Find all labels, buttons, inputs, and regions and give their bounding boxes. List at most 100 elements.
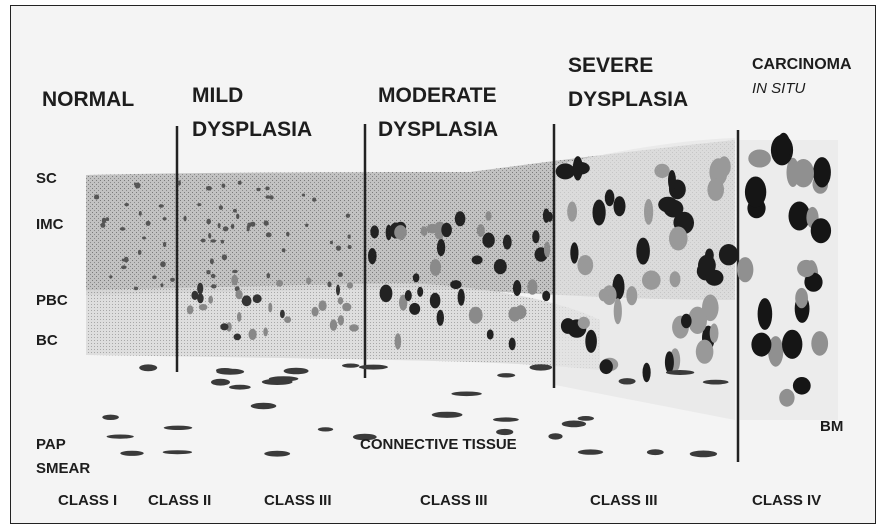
cell-nucleus — [642, 271, 661, 290]
cell-nucleus — [109, 275, 112, 278]
cell-nucleus — [349, 324, 359, 331]
cell-nucleus — [696, 340, 714, 364]
cell-nucleus — [543, 209, 550, 223]
cell-nucleus — [138, 250, 142, 255]
cell-nucleus — [503, 235, 512, 250]
cell-nucleus — [346, 214, 350, 218]
cell-nucleus — [231, 224, 234, 230]
cell-nucleus — [222, 254, 227, 260]
cell-nucleus — [494, 259, 507, 274]
cell-nucleus — [264, 220, 269, 225]
cell-nucleus — [405, 290, 412, 301]
cell-nucleus — [146, 221, 151, 226]
cell-nucleus — [338, 297, 343, 304]
cell-nucleus — [206, 219, 211, 225]
cell-nucleus — [482, 233, 494, 248]
cell-nucleus — [159, 204, 164, 207]
cell-nucleus — [251, 403, 277, 409]
cell-nucleus — [758, 298, 773, 330]
cell-nucleus — [178, 180, 181, 185]
cell-nucleus — [302, 194, 305, 197]
cell-nucleus — [690, 451, 717, 458]
stage-mild-line1: MILD — [192, 84, 243, 107]
layer-pbc: PBC — [36, 292, 68, 309]
cell-nucleus — [342, 303, 351, 312]
cell-nucleus — [430, 293, 441, 309]
cell-nucleus — [210, 239, 216, 242]
cell-nucleus — [120, 227, 126, 231]
class-label-5: CLASS III — [590, 492, 658, 509]
cell-nucleus — [527, 279, 537, 295]
cell-nucleus — [201, 239, 206, 243]
cell-nucleus — [710, 324, 719, 343]
cell-nucleus — [160, 261, 166, 267]
cell-nucleus — [124, 257, 129, 263]
cell-nucleus — [469, 307, 483, 324]
cell-nucleus — [573, 156, 583, 180]
cell-nucleus — [561, 318, 575, 334]
cell-nucleus — [703, 380, 729, 385]
cell-nucleus — [668, 170, 676, 191]
cell-nucleus — [599, 289, 609, 301]
cell-nucleus — [348, 235, 351, 239]
cell-nucleus — [232, 270, 238, 273]
cell-nucleus — [191, 291, 198, 300]
cell-nucleus — [220, 323, 228, 330]
cell-nucleus — [312, 307, 319, 317]
cell-nucleus — [496, 429, 513, 435]
cell-nucleus — [139, 211, 142, 216]
cell-nucleus — [748, 150, 771, 168]
cell-nucleus — [102, 415, 119, 420]
cell-nucleus — [206, 186, 212, 191]
cell-nucleus — [793, 377, 811, 395]
basal-epithelium — [86, 283, 600, 370]
cell-nucleus — [199, 304, 208, 310]
cell-nucleus — [605, 189, 615, 206]
cell-nucleus — [614, 298, 622, 324]
cell-nucleus — [509, 307, 521, 322]
cell-nucleus — [797, 260, 815, 277]
cell-nucleus — [718, 156, 731, 177]
cell-nucleus — [636, 238, 650, 265]
cell-nucleus — [237, 312, 241, 322]
cell-nucleus — [330, 241, 333, 244]
layer-bc: BC — [36, 332, 58, 349]
cell-nucleus — [644, 199, 653, 225]
cell-nucleus — [666, 370, 694, 375]
cell-nucleus — [614, 196, 626, 216]
cell-nucleus — [233, 209, 237, 213]
class-label-1: CLASS I — [58, 492, 117, 509]
cell-nucleus — [221, 240, 224, 244]
cell-nucleus — [330, 319, 337, 330]
cell-nucleus — [509, 338, 516, 351]
stage-severe-line1: SEVERE — [568, 54, 653, 77]
cell-nucleus — [250, 222, 255, 227]
cell-nucleus — [208, 233, 211, 239]
cell-nucleus — [811, 218, 831, 243]
cell-nucleus — [654, 164, 669, 178]
cell-nucleus — [487, 329, 494, 339]
cell-nucleus — [532, 230, 539, 243]
cell-nucleus — [705, 270, 723, 286]
cell-nucleus — [94, 195, 99, 200]
cell-nucleus — [262, 379, 293, 385]
cell-nucleus — [152, 275, 156, 279]
cell-nucleus — [347, 282, 353, 288]
cell-nucleus — [312, 198, 316, 202]
cell-nucleus — [719, 244, 738, 265]
cell-nucleus — [280, 310, 285, 318]
stage-cis-line1: CARCINOMA — [752, 56, 852, 74]
cell-nucleus — [530, 364, 553, 370]
cell-nucleus — [813, 157, 831, 187]
cell-nucleus — [795, 288, 808, 308]
class-label-3: CLASS III — [264, 492, 332, 509]
cell-nucleus — [493, 417, 519, 421]
cell-nucleus — [134, 183, 137, 186]
cell-nucleus — [210, 258, 214, 264]
cell-nucleus — [142, 237, 146, 240]
connective-tissue-label: CONNECTIVE TISSUE — [360, 436, 517, 453]
stage-normal: NORMAL — [42, 88, 134, 111]
cell-nucleus — [247, 226, 250, 232]
cell-nucleus — [665, 351, 674, 373]
cell-nucleus — [670, 271, 681, 287]
